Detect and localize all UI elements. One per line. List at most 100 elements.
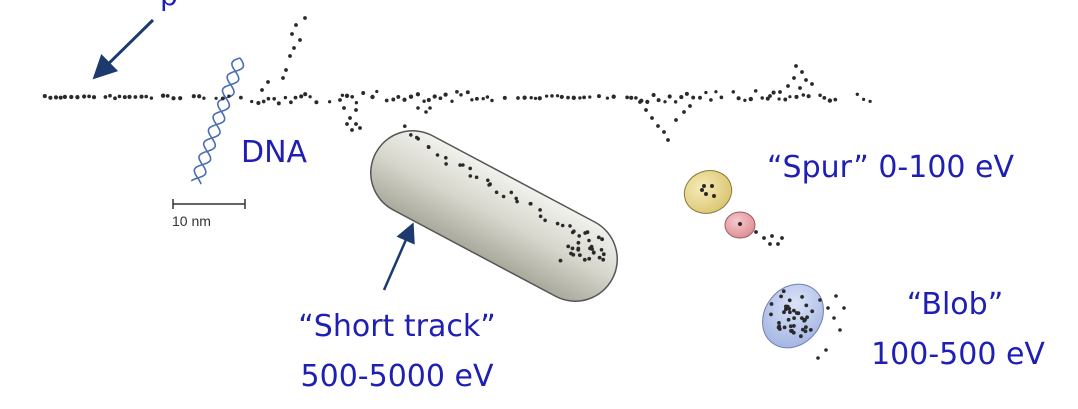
- ionization-dot: [533, 96, 538, 101]
- ionization-dot: [266, 80, 270, 84]
- ionization-dot: [601, 252, 606, 257]
- ionization-dot: [165, 94, 170, 98]
- ionization-dot: [656, 124, 660, 128]
- ionization-dot: [481, 97, 485, 101]
- ionization-dot: [805, 315, 809, 320]
- ionization-dot: [117, 94, 122, 99]
- ionization-dot: [62, 94, 68, 100]
- ionization-dot: [588, 95, 592, 99]
- ionization-dot: [788, 310, 792, 315]
- ionization-dot: [818, 298, 822, 302]
- ionization-dot: [688, 104, 692, 108]
- ionization-dot: [570, 246, 575, 251]
- ionization-dot: [691, 95, 696, 100]
- ionization-dot: [327, 100, 332, 104]
- ionization-dot: [855, 92, 859, 96]
- ionization-dot: [804, 303, 809, 308]
- ionization-dot: [800, 295, 804, 299]
- ionization-dot: [743, 98, 747, 102]
- ionization-dot: [712, 194, 716, 198]
- ionization-dot: [650, 116, 654, 120]
- ionization-dot: [113, 96, 117, 101]
- ionization-dot: [794, 94, 799, 99]
- ionization-dot: [139, 94, 144, 99]
- ionization-dot: [629, 95, 634, 100]
- ionization-dot: [822, 96, 827, 100]
- short-track-energy: 500-5000 eV: [300, 359, 494, 394]
- ionization-dot: [576, 246, 581, 251]
- blob-energy: 100-500 eV: [871, 337, 1045, 372]
- ionization-dot: [370, 94, 375, 100]
- ionization-dot: [808, 328, 813, 332]
- ionization-dot: [396, 94, 401, 99]
- ionization-dot: [350, 128, 354, 132]
- ionization-dot: [611, 94, 616, 99]
- ionization-dot: [474, 96, 479, 101]
- ionization-dot: [577, 234, 581, 238]
- ionization-dot: [42, 94, 47, 99]
- ionization-dot: [424, 110, 428, 114]
- ionization-dot: [702, 184, 706, 188]
- ionization-dot: [403, 124, 407, 128]
- ionization-dot: [375, 89, 379, 94]
- ionization-dot: [782, 325, 787, 330]
- ionization-dot: [344, 93, 350, 99]
- ionization-dot: [149, 96, 154, 100]
- ionization-dot: [782, 310, 786, 315]
- ionization-dot: [435, 153, 440, 157]
- ionization-dot: [738, 222, 742, 226]
- ionization-dot: [786, 84, 790, 88]
- ionization-dot: [559, 94, 564, 99]
- ionization-dot: [426, 145, 431, 149]
- ionization-dot: [663, 100, 667, 104]
- ionization-dot: [679, 95, 684, 100]
- ionization-dot: [342, 106, 346, 110]
- ionization-dot: [794, 64, 798, 68]
- ionization-dot: [266, 96, 271, 101]
- ionization-dot: [803, 329, 808, 334]
- ionization-dot: [645, 99, 650, 104]
- ionization-dot: [468, 174, 473, 178]
- ionization-dot: [416, 106, 420, 110]
- ionization-dot: [384, 98, 389, 103]
- ionization-dot: [261, 99, 266, 104]
- ionization-dot: [868, 99, 872, 104]
- ionization-dot: [838, 328, 842, 332]
- ionization-dot: [260, 88, 264, 92]
- ionization-dot: [780, 236, 784, 240]
- ionization-dot: [587, 238, 591, 243]
- ionization-dot: [555, 221, 560, 226]
- ionization-dot: [298, 38, 302, 42]
- ionization-dot: [87, 94, 91, 99]
- ionization-dot: [48, 95, 53, 100]
- ionization-dot: [391, 97, 396, 102]
- ionization-dot: [560, 223, 565, 228]
- ionization-dot: [444, 156, 448, 160]
- ionization-dot: [600, 237, 604, 242]
- ionization-dot: [458, 163, 462, 167]
- ionization-dot: [566, 244, 571, 249]
- ionization-dot: [833, 97, 838, 102]
- ionization-dot: [202, 96, 206, 100]
- ionization-dot: [69, 94, 74, 100]
- ionization-dot: [834, 294, 838, 298]
- ionization-dot: [682, 110, 686, 114]
- ionization-dot: [178, 96, 183, 101]
- ionization-dot: [748, 96, 753, 102]
- ionization-dot: [776, 242, 780, 246]
- ionization-dot: [354, 108, 358, 112]
- ionization-dot: [239, 95, 243, 100]
- ionization-dot: [461, 163, 465, 167]
- ionization-dot: [354, 101, 359, 105]
- ionization-dot: [160, 93, 166, 98]
- ionization-dot: [792, 308, 796, 313]
- ionization-dot: [516, 96, 520, 100]
- ionization-dot: [289, 100, 293, 105]
- ionization-dot: [714, 90, 718, 94]
- ionization-dot: [798, 86, 802, 90]
- ionization-dot: [583, 231, 588, 235]
- ionization-dot: [765, 96, 770, 101]
- ionization-dot: [144, 94, 148, 99]
- ionization-dot: [824, 348, 828, 352]
